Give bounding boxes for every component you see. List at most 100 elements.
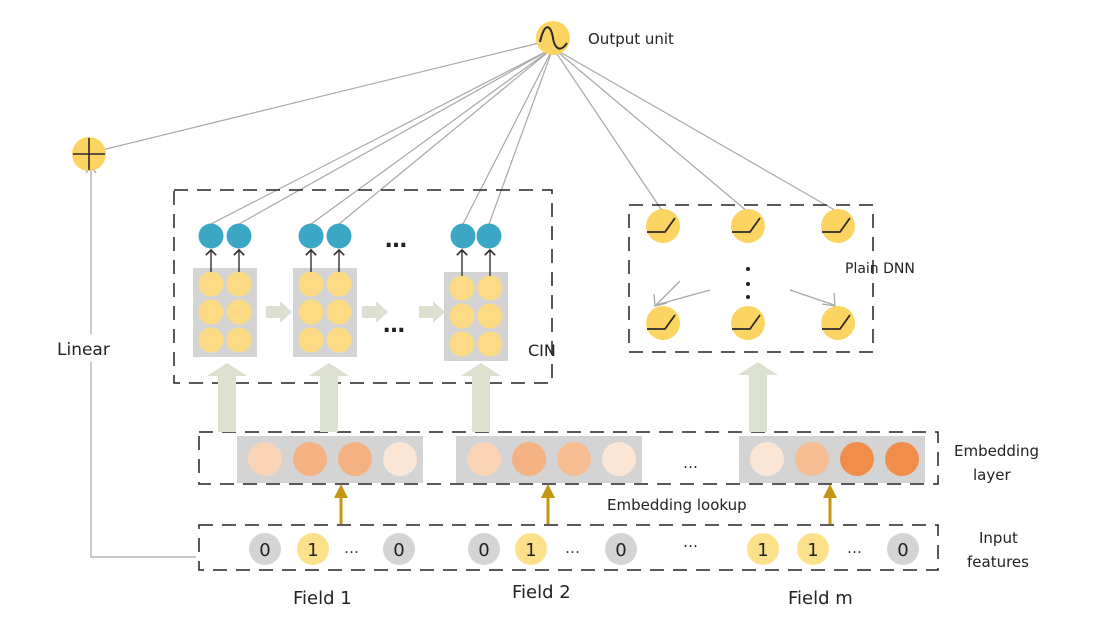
embedding-unit: [338, 442, 372, 476]
embedding-unit: [512, 442, 546, 476]
cin-feature-cell: [326, 271, 352, 297]
dnn-neuron: [731, 306, 765, 340]
embedding-lookup-arrowhead: [823, 484, 837, 498]
input-features-label-2: features: [967, 553, 1029, 571]
embedding-unit: [795, 442, 829, 476]
cin-feature-cell: [449, 303, 475, 329]
cin-sum-pooling-unit: [326, 223, 352, 249]
input-feature-circle: [515, 533, 547, 565]
embedding-lookup-label: Embedding lookup: [607, 496, 747, 514]
input-ellipsis: …: [344, 539, 359, 557]
relu-icon: [647, 314, 676, 330]
input-feature-circle: [605, 533, 637, 565]
output-connector-line: [338, 47, 554, 225]
output-connector-line: [210, 47, 554, 225]
relu-icon: [732, 217, 761, 233]
dnn-connector-arrow: [789, 289, 835, 306]
embedding-to-dnn-arrow: [738, 362, 778, 432]
input-feature-value: 0: [615, 540, 626, 561]
embedding-to-cin-arrow: [461, 363, 501, 432]
input-feature-value: 1: [525, 540, 536, 561]
cin-feature-cell: [298, 271, 324, 297]
output-connector-line: [552, 47, 839, 213]
relu-icon: [647, 217, 676, 233]
cin-mid-ellipsis: …: [383, 313, 405, 338]
cin-feature-cell: [477, 303, 503, 329]
cin-label: CIN: [528, 341, 556, 360]
input-feature-value: 0: [393, 540, 404, 561]
embedding-layer-label-2: layer: [973, 466, 1011, 484]
input-feature-circle: [468, 533, 500, 565]
input-feature-circle: [297, 533, 329, 565]
input-feature-circle: [747, 533, 779, 565]
cin-feature-cell: [449, 331, 475, 357]
cin-layer-transition-arrow: [419, 301, 445, 323]
cin-feature-cell: [226, 299, 252, 325]
embedding-ellipsis: …: [683, 454, 698, 472]
output-connector-line: [488, 47, 554, 225]
cin-feature-cell: [326, 299, 352, 325]
embedding-to-cin-arrow: [207, 363, 247, 432]
input-ellipsis: …: [847, 539, 862, 557]
output-connector-line: [552, 47, 749, 213]
linear-label: Linear: [57, 340, 110, 360]
embedding-layer-label-1: Embedding: [954, 442, 1039, 460]
embedding-unit: [602, 442, 636, 476]
output-connector-line: [552, 47, 664, 213]
sigmoid-icon: [539, 26, 568, 50]
cin-top-ellipsis: …: [385, 228, 407, 253]
cin-sum-pooling-unit: [226, 223, 252, 249]
linear-output-connector: [97, 41, 544, 152]
input-feature-value: 0: [478, 540, 489, 561]
input-feature-circle: [383, 533, 415, 565]
embedding-unit: [750, 442, 784, 476]
embedding-lookup-arrowhead: [541, 484, 555, 498]
cin-feature-cell: [198, 271, 224, 297]
linear-connector-line: [90, 165, 196, 558]
cin-feature-cell: [198, 327, 224, 353]
cin-feature-cell: [226, 327, 252, 353]
embedding-unit: [885, 442, 919, 476]
dnn-neuron: [646, 306, 680, 340]
cin-feature-cell: [298, 327, 324, 353]
cin-feature-cell: [449, 275, 475, 301]
cin-feature-cell: [298, 299, 324, 325]
input-feature-value: 0: [259, 540, 270, 561]
embedding-unit: [383, 442, 417, 476]
output-connector-line: [238, 47, 554, 225]
dnn-vertical-ellipsis-dot: [746, 295, 750, 299]
input-feature-value: 1: [807, 540, 818, 561]
embedding-unit: [467, 442, 501, 476]
output-unit-label: Output unit: [588, 30, 674, 48]
cin-feature-cell: [477, 275, 503, 301]
dnn-neuron: [821, 209, 855, 243]
input-feature-circle: [797, 533, 829, 565]
section-boxes: [173, 189, 939, 571]
cin-feature-cell: [477, 331, 503, 357]
relu-icon: [822, 314, 851, 330]
cin-sum-pooling-unit: [198, 223, 224, 249]
plain-dnn-dashed-box: [628, 204, 874, 353]
cin-sum-pooling-unit: [476, 223, 502, 249]
cin-layer-transition-arrow: [266, 301, 292, 323]
cin-sum-pooling-unit: [450, 223, 476, 249]
cin-feature-cell: [326, 327, 352, 353]
cin-layer-transition-arrow: [362, 301, 388, 323]
embedding-unit: [840, 442, 874, 476]
dnn-neuron: [821, 306, 855, 340]
dnn-neuron: [646, 209, 680, 243]
input-features-dashed-box: [198, 524, 939, 571]
linear-label-bg: [55, 334, 131, 362]
embedding-unit: [557, 442, 591, 476]
cin-feature-cell: [226, 271, 252, 297]
field-label: Field 2: [512, 582, 571, 603]
plain-dnn-label: Plain DNN: [845, 261, 915, 277]
relu-icon: [822, 217, 851, 233]
input-feature-circle: [249, 533, 281, 565]
input-feature-value: 1: [757, 540, 768, 561]
relu-icon: [732, 314, 761, 330]
field-label: Field m: [788, 588, 853, 609]
dnn-vertical-ellipsis-dot: [746, 282, 750, 286]
connector-lines: [55, 41, 839, 558]
